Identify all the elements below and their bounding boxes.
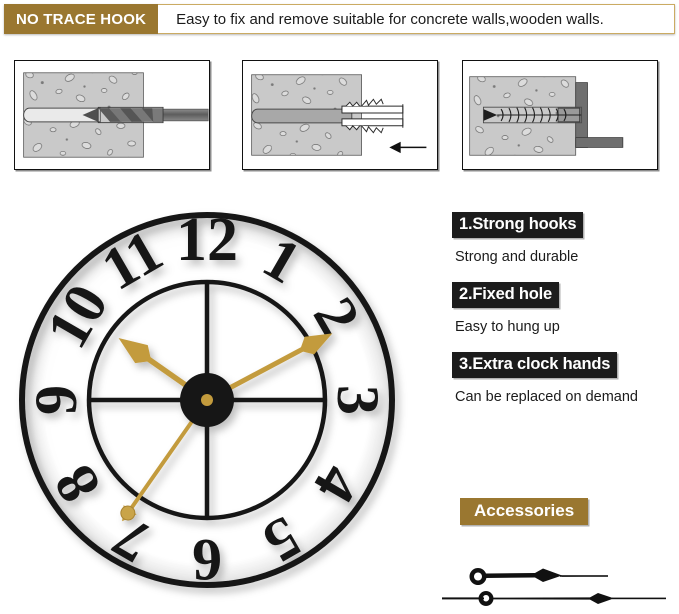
step-anchor (242, 60, 438, 170)
wall-clock-image: 12 1 2 3 4 5 6 7 8 9 10 11 (14, 200, 414, 610)
feature-label: 2.Fixed hole (452, 282, 559, 308)
feature-description: Easy to hung up (455, 319, 560, 335)
spare-minute-hand (442, 591, 666, 606)
accessories-label: Accessories (460, 498, 589, 525)
clock-body: 12 1 2 3 4 5 6 7 8 9 10 11 (19, 206, 395, 593)
spare-clock-hands-svg (442, 568, 666, 606)
header-description: Easy to fix and remove suitable for conc… (158, 4, 675, 34)
header-banner: NO TRACE HOOK Easy to fix and remove sui… (4, 4, 675, 34)
wall-clock-svg: 12 1 2 3 4 5 6 7 8 9 10 11 (19, 206, 395, 593)
drill-bit-icon (23, 72, 209, 158)
step-drill (14, 60, 210, 170)
wall-anchor-icon (251, 74, 427, 156)
feature-item: 3.Extra clock hands Can be replaced on d… (452, 352, 674, 405)
header-tag: NO TRACE HOOK (4, 4, 159, 34)
step-screw (462, 60, 658, 170)
feature-list: 1.Strong hooks Strong and durable 2.Fixe… (452, 212, 674, 422)
feature-label: 1.Strong hooks (452, 212, 584, 238)
feature-item: 2.Fixed hole Easy to hung up (452, 282, 674, 335)
screw-bracket-icon (469, 76, 624, 156)
accessories-hands-image (442, 550, 677, 612)
spare-hour-hand (469, 568, 608, 585)
feature-description: Strong and durable (455, 249, 579, 265)
feature-item: 1.Strong hooks Strong and durable (452, 212, 674, 265)
feature-description: Can be replaced on demand (455, 389, 638, 405)
accessories-section: Accessories (442, 498, 675, 606)
feature-label: 3.Extra clock hands (452, 352, 618, 378)
installation-steps (14, 60, 666, 170)
